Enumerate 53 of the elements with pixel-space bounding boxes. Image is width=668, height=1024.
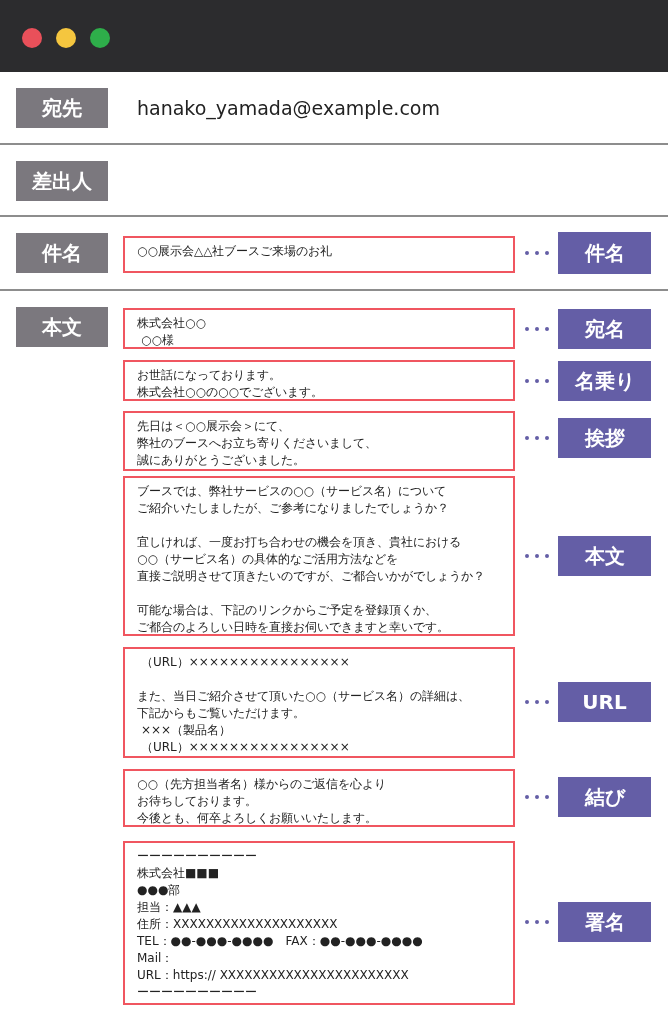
body-text-line: ブースでは、弊社サービスの○○（サービス名）について — [137, 483, 446, 500]
body-text-line: ご都合のよろしい日時を直接お伺いできますと幸いです。 — [137, 619, 449, 636]
field-label: 差出人 — [16, 161, 108, 201]
body-text-line: ーーーーーーーーーー — [137, 984, 257, 1001]
body-text-line: 今後とも、何卒よろしくお願いいたします。 — [137, 810, 377, 827]
part-label: 挨拶 — [558, 418, 651, 458]
field-label: 件名 — [16, 233, 108, 273]
body-text-line: （URL）×××××××××××××××× — [141, 739, 350, 756]
body-text-line: ○○様 — [141, 332, 174, 349]
body-text-line: また、当日ご紹介させて頂いた○○（サービス名）の詳細は、 — [137, 688, 470, 705]
body-text-line: Mail： — [137, 950, 174, 967]
body-text-line: （URL）×××××××××××××××× — [141, 654, 350, 671]
email-section-box — [123, 841, 515, 1005]
body-text-line: お待ちしております。 — [137, 793, 257, 810]
body-text-line: ーーーーーーーーーー — [137, 848, 257, 865]
email-section-box — [123, 411, 515, 471]
body-text-line: ○○展示会△△社ブースご来場のお礼 — [137, 243, 333, 260]
part-label: 署名 — [558, 902, 651, 942]
part-label: 件名 — [558, 232, 651, 274]
field-label: 本文 — [16, 307, 108, 347]
email-address: hanako_yamada@example.com — [137, 97, 440, 119]
email-section-box — [123, 476, 515, 636]
body-text-line: 担当：▲▲▲ — [137, 899, 201, 916]
body-text-line: 可能な場合は、下記のリンクからご予定を登録頂くか、 — [137, 602, 437, 619]
body-text-line: 宜しければ、一度お打ち合わせの機会を頂き、貴社における — [137, 534, 461, 551]
body-text-line: 下記からもご覧いただけます。 — [137, 705, 305, 722]
part-label: 本文 — [558, 536, 651, 576]
body-text-line: 株式会社■■■ — [137, 865, 219, 882]
body-text-line: 株式会社○○ — [137, 315, 206, 332]
body-text-line: お世話になっております。 — [137, 367, 281, 384]
part-label: 結び — [558, 777, 651, 817]
body-text-line: 誠にありがとうございました。 — [137, 452, 305, 469]
email-section-box — [123, 647, 515, 758]
part-label: URL — [558, 682, 651, 722]
part-label: 名乗り — [558, 361, 651, 401]
body-text-line: 直接ご説明させて頂きたいのですが、ご都合いかがでしょうか？ — [137, 568, 485, 585]
body-text-line: ●●●部 — [137, 882, 181, 899]
body-text-line: 住所：XXXXXXXXXXXXXXXXXXXX — [137, 916, 338, 933]
email-section-box — [123, 769, 515, 827]
email-section-box — [123, 308, 515, 349]
body-text-line: ×××（製品名） — [141, 722, 232, 739]
body-text-line: 株式会社○○の○○でございます。 — [137, 384, 323, 401]
body-text-line: ○○（サービス名）の具体的なご活用方法などを — [137, 551, 398, 568]
body-text-line: TEL：●●-●●●-●●●● FAX：●●-●●●-●●●● — [137, 933, 423, 950]
body-text-line: URL：https:// XXXXXXXXXXXXXXXXXXXXXXX — [137, 967, 409, 984]
field-label: 宛先 — [16, 88, 108, 128]
body-text-line: ○○（先方担当者名）様からのご返信を心より — [137, 776, 386, 793]
body-text-line: 先日は＜○○展示会＞にて、 — [137, 418, 290, 435]
body-text-line: ご紹介いたしましたが、ご参考になりましたでしょうか？ — [137, 500, 449, 517]
email-section-box — [123, 236, 515, 273]
part-label: 宛名 — [558, 309, 651, 349]
email-section-box — [123, 360, 515, 401]
body-text-line: 弊社のブースへお立ち寄りくださいまして、 — [137, 435, 377, 452]
